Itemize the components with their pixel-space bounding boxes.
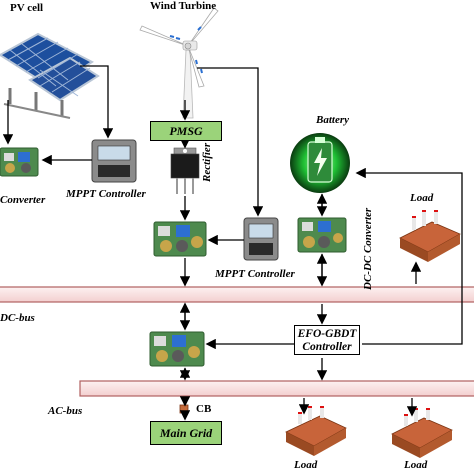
- rectifier-icon: [170, 147, 200, 194]
- efo-gbdt-controller-box: EFO-GBDT Controller: [294, 325, 360, 355]
- efo-line-1: EFO-GBDT: [297, 328, 357, 340]
- ac-bus-label: AC-bus: [48, 405, 83, 417]
- connection-lines: [2, 65, 463, 421]
- factory-load-icon: [399, 210, 461, 262]
- line-turbine-mppt: [197, 67, 264, 217]
- dc-bus-label: DC-bus: [0, 312, 35, 324]
- load-top-label: Load: [410, 192, 434, 204]
- cb-label: CB: [196, 403, 212, 415]
- mppt-controller-mid-label: MPPT Controller: [215, 268, 295, 280]
- ac-bus-bar: [79, 380, 474, 397]
- rectifier-label: Rectifier: [201, 142, 213, 182]
- main-grid-box: Main Grid: [150, 421, 222, 445]
- battery-icon: [290, 133, 350, 193]
- wind-turbine-icon: [139, 7, 219, 119]
- efo-line-2: Controller: [302, 341, 352, 353]
- wind-turbine-label: Wind Turbine: [150, 0, 217, 12]
- pmsg-box: PMSG: [150, 121, 222, 141]
- converter-board-icon: [149, 331, 205, 367]
- load-bottom-2-label: Load: [404, 459, 428, 471]
- load-bottom-1-label: Load: [294, 459, 318, 471]
- dc-dc-converter-label: DC-DC Converter: [362, 207, 374, 290]
- line-efo-battery: [355, 167, 463, 345]
- mppt-controller-icon: [91, 139, 137, 183]
- battery-label: Battery: [316, 114, 349, 126]
- factory-load-icon: [285, 406, 347, 456]
- line-pv-mppt: [80, 65, 114, 139]
- converter-board-icon: [0, 147, 39, 177]
- dc-bus-bar: [0, 286, 474, 303]
- converter-board-icon: [153, 221, 207, 257]
- converter-label-partial: Converter: [0, 194, 46, 206]
- converter-board-icon: [297, 217, 347, 253]
- circuit-breaker-icon: [179, 404, 189, 414]
- factory-load-icon: [391, 408, 453, 458]
- mppt-controller-left-label: MPPT Controller: [66, 188, 146, 200]
- solar-panel-icon: [0, 32, 100, 119]
- mppt-controller-icon: [243, 217, 279, 261]
- pv-cell-label: PV cell: [10, 2, 44, 14]
